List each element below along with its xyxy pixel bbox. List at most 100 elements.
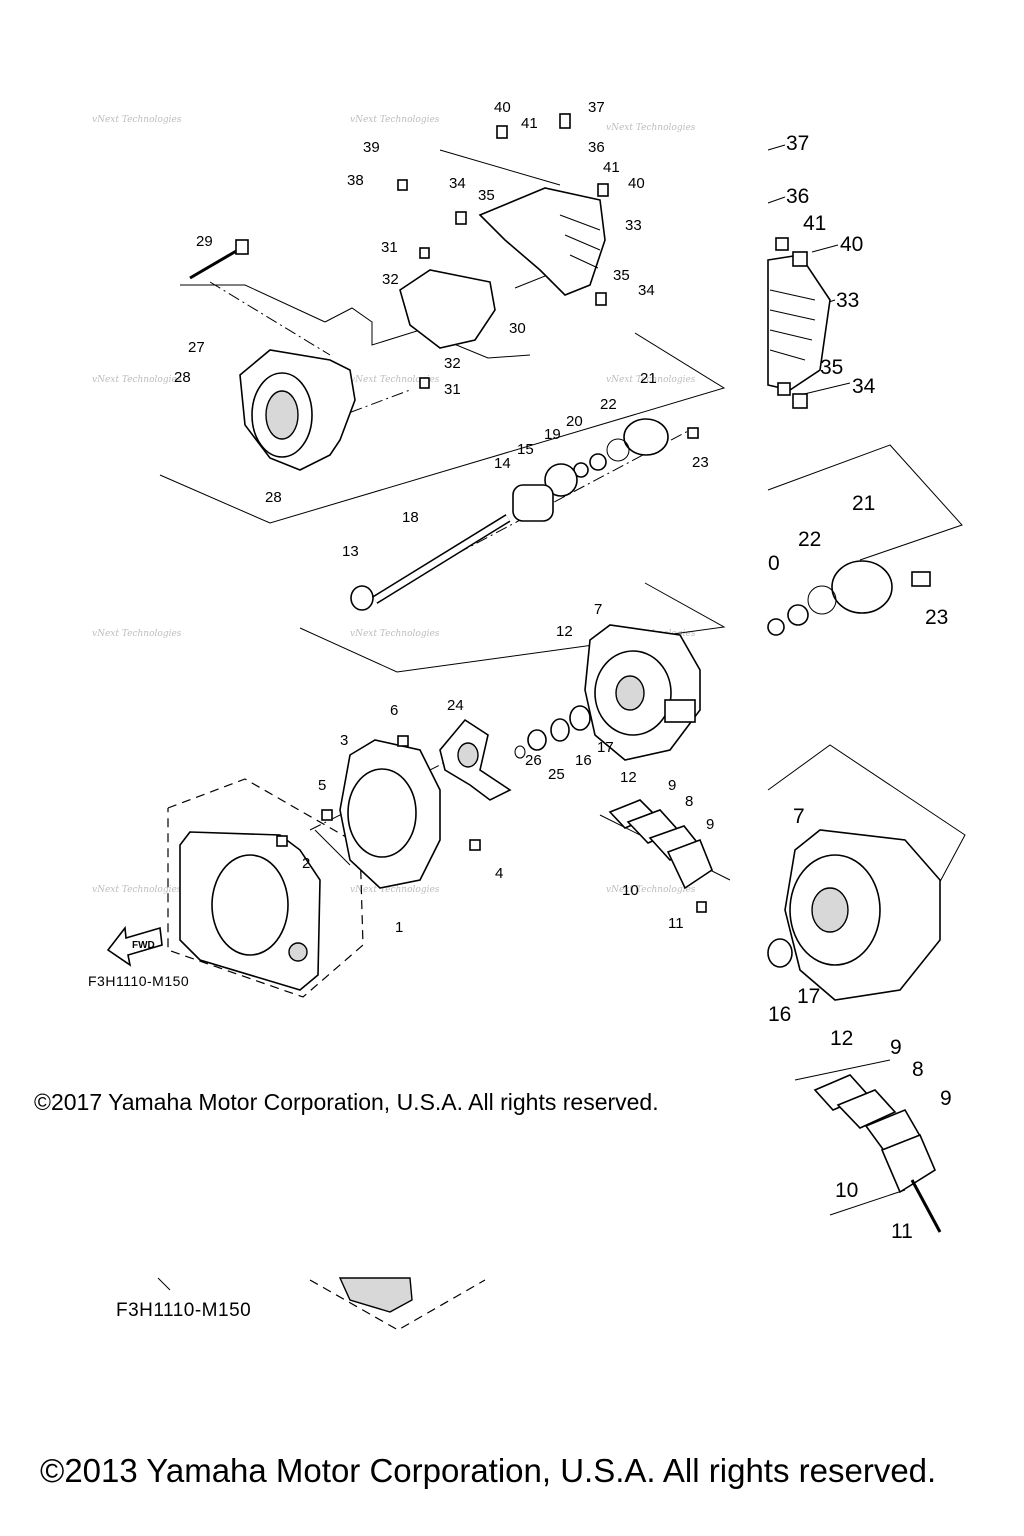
watermark: vNext Technologies bbox=[350, 629, 440, 639]
callout: 34 bbox=[638, 282, 655, 299]
watermark: vNext Technologies bbox=[92, 885, 182, 895]
callout: 20 bbox=[566, 413, 583, 430]
inset-callout: 17 bbox=[797, 985, 820, 1008]
inset-callout: 40 bbox=[840, 233, 863, 256]
callout: 16 bbox=[575, 752, 592, 769]
fwd-label: FWD bbox=[132, 940, 155, 951]
callout: 39 bbox=[363, 139, 380, 156]
watermark: vNext Technologies bbox=[350, 885, 440, 895]
callout: 38 bbox=[347, 172, 364, 189]
watermark: vNext Technologies bbox=[92, 115, 182, 125]
callout: 13 bbox=[342, 543, 359, 560]
callout: 41 bbox=[603, 159, 620, 176]
callout: 36 bbox=[588, 139, 605, 156]
callout: 21 bbox=[640, 370, 657, 387]
inset-callout: 8 bbox=[912, 1058, 924, 1081]
pump-housing bbox=[584, 624, 701, 761]
callout: 2 bbox=[302, 855, 310, 872]
inset-callout: 11 bbox=[891, 1220, 913, 1243]
callout: 12 bbox=[556, 623, 573, 640]
callout: 18 bbox=[402, 509, 419, 526]
part-drawings: FWD bbox=[106, 113, 713, 991]
figure-code: F3H1110-M150 bbox=[116, 1300, 251, 1321]
callout: 12 bbox=[620, 769, 637, 786]
enlarged-inset: 37 36 41 40 33 35 34 21 22 0 23 7 17 16 … bbox=[767, 132, 966, 1243]
watermark: vNext Technologies bbox=[350, 375, 440, 385]
copyright-lower: ©2013 Yamaha Motor Corporation, U.S.A. A… bbox=[40, 1452, 937, 1489]
inset-callout: 7 bbox=[793, 805, 805, 828]
callout: 14 bbox=[494, 455, 511, 472]
watermark: vNext Technologies bbox=[92, 629, 182, 639]
callout: 1 bbox=[395, 919, 403, 936]
callout: 34 bbox=[449, 175, 466, 192]
callout: 30 bbox=[509, 320, 526, 337]
callout: 19 bbox=[544, 426, 561, 443]
small-fasteners bbox=[276, 113, 707, 913]
inset-callout: 33 bbox=[836, 289, 859, 312]
callout: 32 bbox=[444, 355, 461, 372]
inset-callout: 12 bbox=[830, 1027, 853, 1050]
long-bolt bbox=[189, 239, 249, 280]
callout: 31 bbox=[381, 239, 398, 256]
watermarks: vNext Technologies vNext Technologies vN… bbox=[92, 115, 696, 895]
callout: 40 bbox=[494, 99, 511, 116]
callout-labels: 1 2 3 4 5 6 7 8 9 10 11 12 13 14 15 16 1… bbox=[174, 99, 714, 936]
callout: 26 bbox=[525, 752, 542, 769]
callout: 25 bbox=[548, 766, 565, 783]
callout: 35 bbox=[478, 187, 495, 204]
callout: 8 bbox=[685, 793, 693, 810]
watermark: vNext Technologies bbox=[350, 115, 440, 125]
callout: 23 bbox=[692, 454, 709, 471]
callout: 37 bbox=[588, 99, 605, 116]
inset-callout: 37 bbox=[786, 132, 809, 155]
lower-fragment: F3H1110-M150 bbox=[116, 1277, 486, 1331]
callout: 9 bbox=[668, 777, 676, 794]
callout: 41 bbox=[521, 115, 538, 132]
watermark: vNext Technologies bbox=[606, 375, 696, 385]
watermark: vNext Technologies bbox=[606, 123, 696, 133]
nozzle-ring bbox=[339, 739, 441, 889]
drive-shaft bbox=[350, 514, 511, 611]
inset-callout: 9 bbox=[890, 1036, 902, 1059]
inset-callout: 9 bbox=[940, 1087, 952, 1110]
callout: 7 bbox=[594, 601, 602, 618]
inset-callout: 23 bbox=[925, 606, 948, 629]
duct-plate bbox=[179, 831, 321, 991]
inset-callout: 16 bbox=[768, 1003, 791, 1026]
impeller bbox=[439, 718, 512, 801]
callout: 28 bbox=[174, 369, 191, 386]
figure-code: F3H1110-M150 bbox=[88, 973, 189, 989]
callout: 28 bbox=[265, 489, 282, 506]
watermark: vNext Technologies bbox=[92, 375, 182, 385]
callout: 40 bbox=[628, 175, 645, 192]
callout: 31 bbox=[444, 381, 461, 398]
cover-gaskets bbox=[608, 799, 713, 890]
inset-callout: 22 bbox=[798, 528, 821, 551]
pump-seals bbox=[514, 705, 591, 759]
inset-callout: 41 bbox=[803, 212, 826, 235]
inset-callout: 34 bbox=[852, 375, 876, 398]
inset-callout: 10 bbox=[835, 1179, 858, 1202]
copyright-upper: ©2017 Yamaha Motor Corporation, U.S.A. A… bbox=[34, 1089, 659, 1115]
callout: 35 bbox=[613, 267, 630, 284]
nozzle-deflector bbox=[399, 187, 606, 349]
callout: 10 bbox=[622, 882, 639, 899]
callout: 15 bbox=[517, 441, 534, 458]
callout: 17 bbox=[597, 739, 614, 756]
callout: 29 bbox=[196, 233, 213, 250]
fwd-arrow-icon: FWD bbox=[106, 925, 163, 967]
inset-callout: 35 bbox=[820, 356, 843, 379]
intermediate-housing bbox=[239, 349, 356, 471]
callout: 22 bbox=[600, 396, 617, 413]
callout: 3 bbox=[340, 732, 348, 749]
inset-callout: 0 bbox=[768, 552, 780, 575]
callout: 11 bbox=[668, 915, 684, 932]
callout: 9 bbox=[706, 816, 714, 833]
inset-callout: 21 bbox=[852, 492, 875, 515]
callout: 6 bbox=[390, 702, 398, 719]
bearing-stack bbox=[512, 418, 669, 522]
callout: 5 bbox=[318, 777, 326, 794]
callout: 24 bbox=[447, 697, 464, 714]
watermark: vNext Technologies bbox=[606, 885, 696, 895]
